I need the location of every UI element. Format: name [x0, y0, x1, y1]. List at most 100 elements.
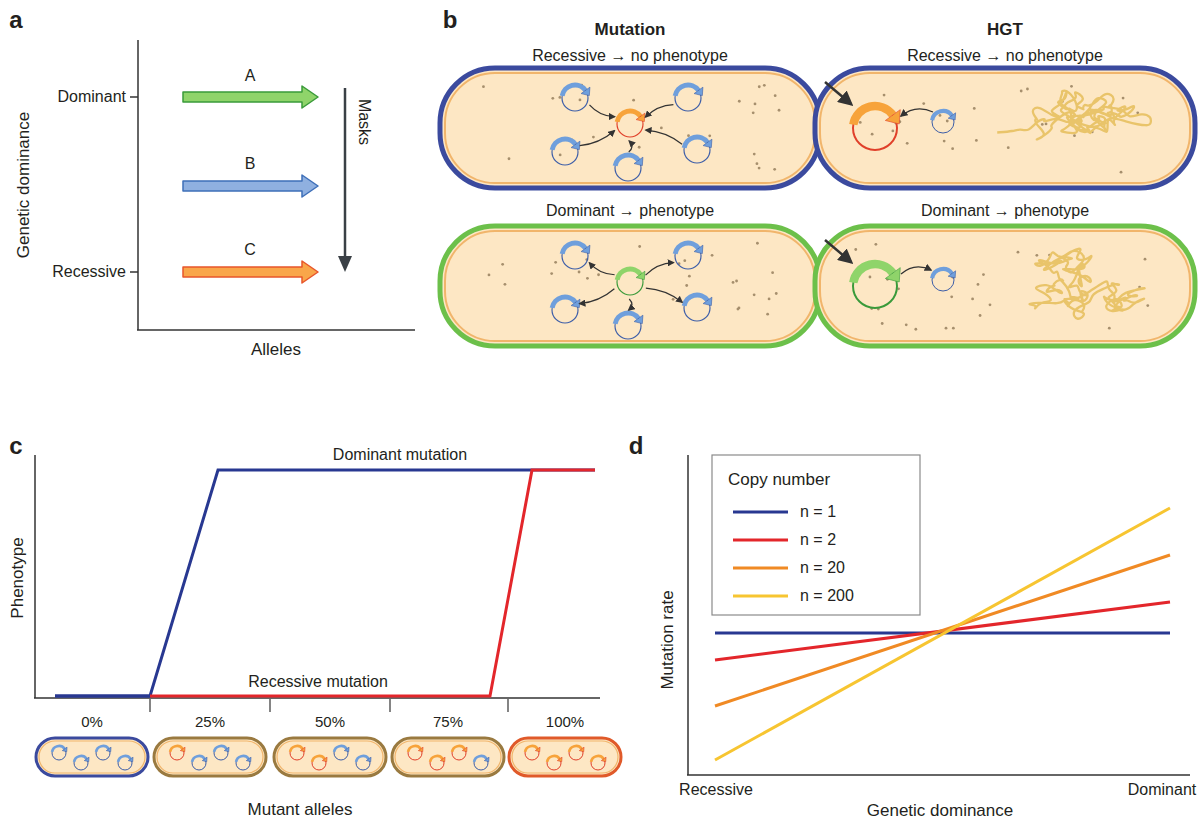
recessive-curve	[150, 470, 595, 696]
transfer-arrow	[646, 288, 682, 302]
cytoplasm-dot	[753, 153, 756, 156]
plasmid-arrowhead	[557, 757, 562, 762]
plasmid	[170, 746, 185, 760]
legend-label: n = 2	[800, 531, 836, 548]
plasmid-ring	[562, 243, 588, 269]
masks-arrow-shaft	[344, 88, 347, 258]
transfer-arrow	[589, 105, 614, 117]
cytoplasm-dot	[950, 295, 953, 298]
plasmid	[932, 111, 956, 133]
cell-membrane	[277, 741, 383, 773]
y-axis	[137, 40, 139, 330]
cytoplasm-dot	[1041, 123, 1044, 126]
legend-label: n = 20	[800, 559, 845, 576]
legend-line-sample	[733, 539, 788, 542]
cytoplasm-dot	[1035, 254, 1038, 257]
label-text: Copy number	[728, 470, 830, 489]
axis-title: Genetic dominance	[867, 801, 1013, 821]
plasmid-ring	[430, 756, 444, 770]
cytoplasm-dot	[1146, 304, 1149, 307]
cell-caption: Recessive → no phenotype	[532, 47, 728, 65]
plasmid-arc	[684, 137, 707, 148]
cytoplasm-dot	[1020, 90, 1023, 93]
plasmid-ring	[525, 746, 539, 760]
cell-membrane	[820, 73, 1190, 183]
plasmid-ring	[617, 111, 643, 137]
cytoplasm-dot	[763, 84, 766, 87]
plasmid	[675, 85, 703, 111]
label-text: Dominant → phenotype	[921, 202, 1089, 219]
cytoplasm-dot	[1017, 251, 1020, 254]
baseline-curve	[55, 695, 150, 698]
cytoplasm-dot	[632, 99, 635, 102]
plasmid	[562, 243, 590, 269]
cytoplasm-dot	[979, 314, 982, 317]
allele-arrow	[183, 175, 318, 197]
plasmid-arrowhead	[180, 747, 185, 752]
cell-wall	[392, 738, 504, 776]
plasmid	[552, 139, 580, 165]
axis-tick-label: 75%	[433, 713, 463, 730]
label-text: Mutant alleles	[248, 800, 353, 819]
cytoplasm-dot	[737, 308, 740, 311]
axis-title: Mutant alleles	[248, 800, 353, 820]
cytoplasm-dot	[758, 85, 761, 88]
cytoplasm-dot	[752, 111, 755, 114]
transfer-arrow	[580, 289, 615, 304]
cell-wall	[274, 738, 386, 776]
label-text: Genetic dominance	[867, 801, 1013, 820]
allele-label: A	[245, 67, 256, 85]
plasmid-arrowhead	[484, 757, 489, 762]
cytoplasm-dot	[922, 102, 925, 105]
cytoplasm-dot	[488, 274, 491, 277]
legend-line-sample	[733, 595, 788, 598]
plasmid	[932, 269, 956, 291]
plasmid-arrowhead	[535, 747, 540, 752]
plasmid-arrowhead	[128, 757, 133, 762]
cell-wall	[440, 68, 820, 188]
plasmid	[52, 746, 67, 760]
cytoplasm-dot	[883, 94, 886, 97]
cytoplasm-dot	[881, 322, 884, 325]
plasmid	[547, 756, 562, 770]
plasmid-arc	[562, 85, 585, 96]
axis-title: Alleles	[251, 340, 301, 360]
plasmid	[96, 746, 111, 760]
transfer-arrow	[629, 141, 632, 152]
cytoplasm-dot	[554, 261, 557, 264]
cytoplasm-dot	[683, 259, 686, 262]
plasmid	[684, 137, 712, 163]
plasmid-arrowhead	[62, 747, 67, 752]
bacterial-cell	[815, 68, 1195, 188]
axis-tick-label: Recessive	[679, 781, 753, 799]
cytoplasm-dot	[775, 292, 778, 295]
plasmid-ring	[932, 111, 954, 133]
cytoplasm-dot	[1007, 146, 1010, 149]
plasmid	[312, 756, 327, 770]
plasmid	[675, 243, 703, 269]
transfer-arrow	[580, 131, 615, 146]
cytoplasm-dot	[758, 167, 761, 170]
bacterial-cell-small	[392, 738, 504, 776]
plasmid-arc	[617, 111, 640, 122]
plasmid-ring	[853, 264, 897, 308]
cytoplasm-dot	[939, 114, 942, 117]
axis-tick	[507, 699, 508, 712]
cytoplasm-dot	[905, 323, 908, 326]
plasmid-ring	[932, 269, 954, 291]
cytoplasm-dot	[1120, 171, 1123, 174]
label-text: B	[245, 155, 256, 172]
plasmid	[615, 313, 643, 339]
allele-label: C	[244, 241, 256, 259]
plasmid-ring	[408, 746, 422, 760]
plasmid	[684, 295, 712, 321]
label-text: Masks	[356, 99, 373, 145]
cytoplasm-dot	[977, 283, 980, 286]
cell-membrane	[512, 741, 618, 773]
bacterial-cell	[440, 68, 820, 188]
cytoplasm-dot	[1144, 258, 1147, 261]
plasmid-arc	[552, 297, 575, 308]
plasmid	[569, 746, 584, 760]
